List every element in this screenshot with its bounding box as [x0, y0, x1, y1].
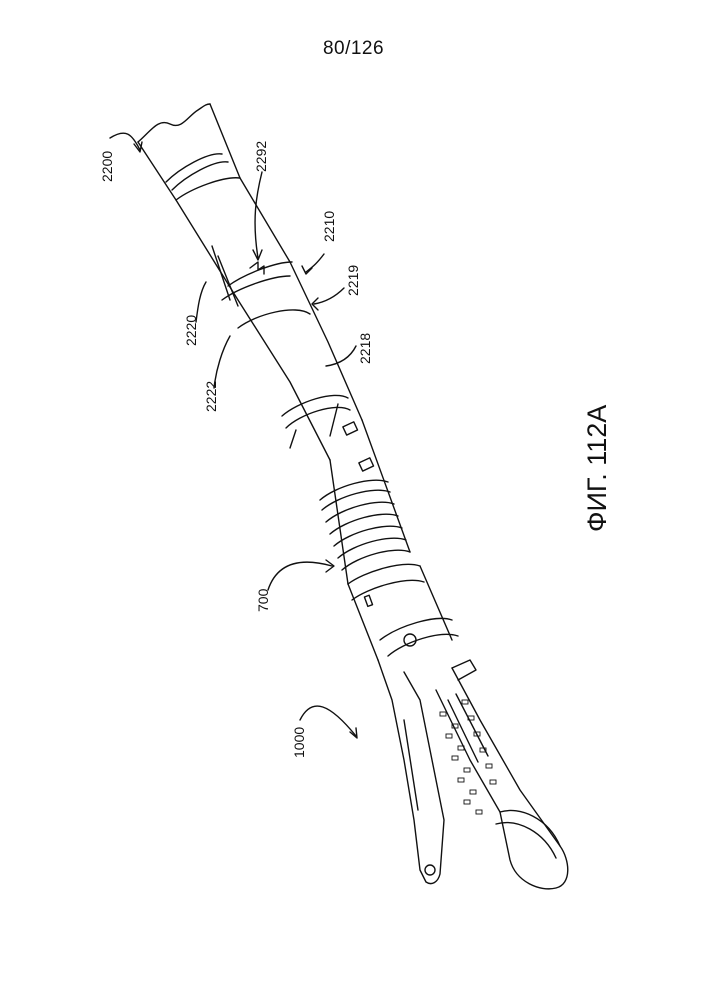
end-effector [378, 660, 568, 889]
ref-2218: 2218 [357, 333, 373, 364]
leader-2200 [110, 133, 140, 150]
leader-2210 [306, 254, 324, 272]
ref-2220: 2220 [183, 315, 199, 346]
ref-2219: 2219 [345, 265, 361, 296]
shaft-assembly [138, 104, 458, 660]
staple-cartridge [436, 668, 568, 889]
anvil [378, 660, 444, 884]
ref-1000: 1000 [291, 727, 307, 758]
ref-2292: 2292 [253, 141, 269, 172]
figure-caption: ФИГ. 112А [582, 405, 612, 532]
ref-2200: 2200 [99, 151, 115, 182]
ref-2210: 2210 [321, 211, 337, 242]
leader-2219 [314, 288, 344, 304]
leader-1000 [300, 706, 356, 736]
shaft-break-line [138, 104, 210, 142]
leader-2222 [214, 336, 230, 388]
leader-700 [268, 562, 332, 590]
ref-2222: 2222 [203, 381, 219, 412]
ref-700: 700 [255, 588, 271, 612]
leader-2292 [255, 172, 262, 258]
leader-lines [110, 133, 357, 738]
